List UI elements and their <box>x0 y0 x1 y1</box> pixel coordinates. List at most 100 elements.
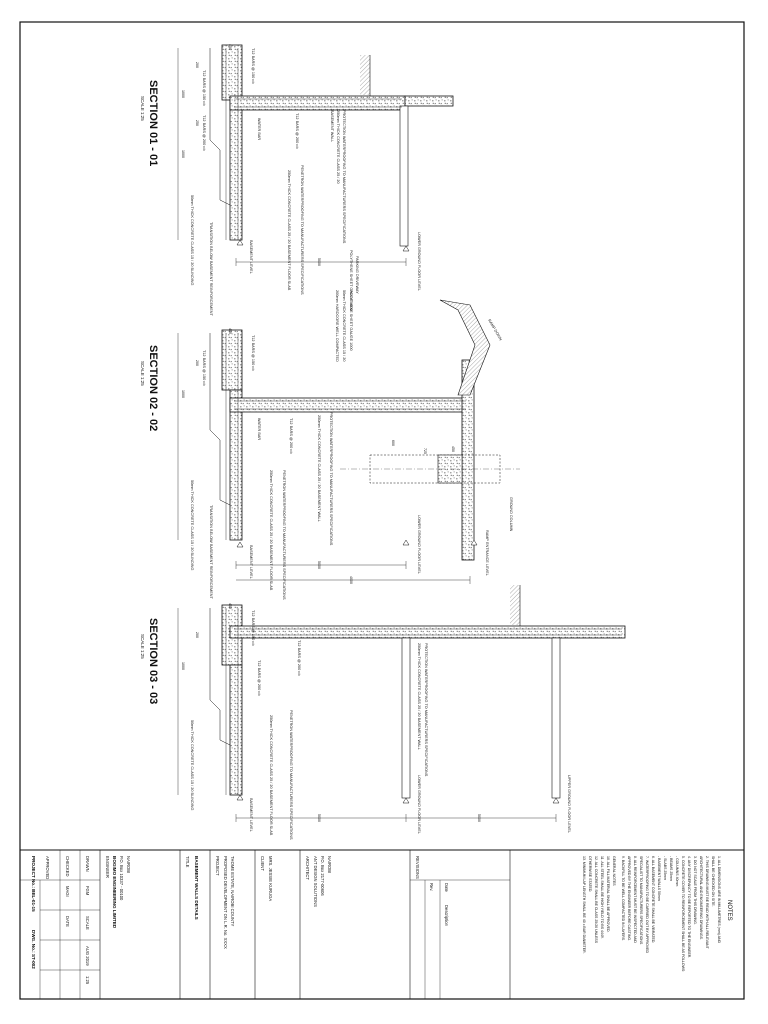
section-01-scale: SCALE 1:25 <box>140 96 145 121</box>
section-01-label: T12 BARS @ 200 c/c <box>295 113 299 149</box>
section-02-label: 250mm THICK CONCRETE CLASS 25 / 20 BASEM… <box>269 470 273 591</box>
title-label: TITLE <box>185 856 190 868</box>
project-line-2: THOME ESTATE, NAIROBI COUNTY <box>230 856 235 927</box>
checked-label: CHECKED <box>65 856 70 876</box>
section-02-dim-e: 725 <box>423 448 427 454</box>
date-value: AUG 2019 <box>85 946 90 966</box>
section-03-label: 250mm THICK CONCRETE CLASS 25 / 20 BASEM… <box>417 643 421 750</box>
section-01-label: BASEMENT WALL <box>330 110 334 142</box>
section-02-label: T12 BARS @ 150 c/c <box>202 350 206 386</box>
title-block: PROJECT No.: BEL-01-15 DWG. No.: ST-002 … <box>20 849 744 999</box>
section-02-label: T12 BARS @ 200 c/c <box>289 418 293 454</box>
section-02-dim-total: 4000 <box>349 576 353 584</box>
section-03-dim-width-2: 5000 <box>477 814 481 822</box>
section-02-label: GROUND COLUMN <box>509 497 513 532</box>
sheet-border <box>19 21 745 1000</box>
drawn-label: DRAWN <box>85 856 90 872</box>
section-03-label: PENETRON WATERPROOFING TO MANUFACTURERS … <box>289 710 293 840</box>
section-01-title: SECTION 01 - 01 <box>147 80 159 166</box>
section-03-dim-c: 1000 <box>181 662 185 670</box>
section-02-dim-b: 200 <box>195 360 199 366</box>
section-02-label: T12 BARS @ 150 c/c <box>251 335 255 371</box>
section-01-label: LOWER GROUND FLOOR LEVEL <box>417 232 421 291</box>
basement-floor-slab <box>229 397 471 413</box>
note-item: 1. ALL DIMENSIONS ARE IN MILLIMETRES (mm… <box>717 856 721 943</box>
section-01-label: POLYTHENE SHEET GAUGE 1000 <box>349 250 353 311</box>
architect-address: P.O. Box 2177-00606 <box>320 856 325 896</box>
approved-label: APPROVED <box>45 856 50 879</box>
section-03-drawing: SECTION 03 - 03 SCALE 1:25 5000 5000 450… <box>140 585 626 840</box>
section-01-dim-d: 250 <box>195 120 199 126</box>
section-02-label: 50mm THICK CONCRETE CLASS 15 / 20 <box>342 290 346 361</box>
section-01-label: TRANSITION BELOW BASEMENT REINFORCEMENT <box>209 222 213 316</box>
right-wall <box>399 105 409 247</box>
section-03-title: SECTION 03 - 03 <box>147 618 159 704</box>
drawn-value: FGM <box>85 886 90 896</box>
note-item: 7. WATERPROOFING TO BE CARRIED OUT BY AP… <box>645 856 649 953</box>
section-03-label: BASEMENT LEVEL <box>249 798 253 832</box>
section-01-label: T12 BARS @ 150 c/c <box>202 70 206 106</box>
section-02-label: 50mm THICK CONCRETE CLASS 15 / 20 BLINDI… <box>190 480 194 570</box>
section-01-dim-c: 1000 <box>181 90 185 98</box>
section-03-label: UPPER GROUND FLOOR LEVEL <box>567 775 571 833</box>
section-01-dim-width: 5000 <box>317 258 321 266</box>
checked-value: MAGI <box>65 886 70 897</box>
section-02-label: PROTECTION WATERPROOFING TO MANUFACTURER… <box>329 412 333 546</box>
section-03-dim-b: 200 <box>195 632 199 638</box>
revisions-heading: REVISIONS <box>415 856 420 879</box>
engineer-label: ENGINEER <box>105 856 110 878</box>
section-01-label: 50mm THICK CONCRETE CLASS 15 / 20 BLINDI… <box>190 195 194 285</box>
engineer-name: BOGIMO ENGINEERING LIMITED <box>112 856 117 929</box>
note-item: OTHERWISE STATED. <box>588 856 592 892</box>
scale-value: 1:25 <box>85 976 90 985</box>
section-03-label: T12 BARS @ 150 c/c <box>251 610 255 646</box>
section-02-label: WATER BAR <box>257 418 261 440</box>
section-03-dim-width-1: 5000 <box>317 814 321 822</box>
note-item: - BEAMS 25mm <box>669 856 673 881</box>
note-item: 11. ALL STEEL SHALL BE HIGH YIELD TO BS … <box>600 856 604 939</box>
section-01-label: WATER BAR <box>257 118 261 140</box>
section-02-dim-d: 600 <box>391 440 395 446</box>
date-label: DATE <box>65 916 70 927</box>
note-item: 13. MINIMUM LAP LENGTH SHALL BE 40 x BAR… <box>582 856 586 954</box>
section-02-dim-width: 5000 <box>317 561 321 569</box>
section-01-dim-a: 450 <box>228 44 232 50</box>
section-02-scale: SCALE 1:25 <box>140 361 145 386</box>
section-01-dim-b: 200 <box>195 62 199 68</box>
mid-wall <box>401 637 411 799</box>
note-item: APPROVED BY THE ENGINEER BEFORE CASTING. <box>627 856 631 941</box>
client-name: MRS. JESSIE KURUGA <box>268 856 273 901</box>
section-02-drawing: SECTION 02 - 02 SCALE 1:25 5000 4000 450… <box>140 290 520 600</box>
revisions-col-date: Date <box>444 883 449 893</box>
section-03-scale: SCALE 1:25 <box>140 634 145 659</box>
section-01-label: PENETRON WATERPROOFING TO MANUFACTURERS … <box>300 165 304 295</box>
note-item: 3. DO NOT SCALE FROM THIS DRAWING. <box>693 856 697 925</box>
right-wall <box>551 637 561 799</box>
notes-list: 1. ALL DIMENSIONS ARE IN MILLIMETRES (mm… <box>582 856 721 972</box>
section-02-label: RAMP ENTRANCE LEVEL <box>485 530 489 576</box>
note-item: 4. ANY DISCREPANCY TO BE REPORTED TO THE… <box>687 856 691 958</box>
section-01-dim-e: 1000 <box>181 150 185 158</box>
ramp-slab <box>439 299 491 396</box>
section-01-label: 250mm THICK CONCRETE CLASS 25 / 20 <box>336 110 340 184</box>
section-01-label: 250mm THICK CONCRETE CLASS 25 / 20 BASEM… <box>287 170 291 291</box>
section-01-label: BASEMENT LEVEL <box>249 240 253 274</box>
section-01-drawing: SECTION 01 - 01 SCALE 1:25 5000 450 200 … <box>140 44 454 316</box>
drawing-title: BASEMENT WALLS DETAILS <box>194 856 199 920</box>
section-03-label: LOWER GROUND FLOOR LEVEL <box>417 775 421 834</box>
slab-footing <box>221 329 243 391</box>
note-item: 8. ALL REINFORCEMENT MUST BE INSPECTED A… <box>633 856 637 943</box>
note-item: 5. CONCRETE COVER TO REINFORCEMENT SHALL… <box>681 856 685 972</box>
section-02-label: PENETRON WATERPROOFING TO MANUFACTURERS … <box>282 470 286 600</box>
notes-heading: NOTES <box>726 900 732 921</box>
revisions-col-rev: Rev. <box>429 883 434 891</box>
section-02-title: SECTION 02 - 02 <box>147 345 159 431</box>
basement-floor-slab <box>229 625 626 639</box>
section-02-label: 250mm THICK CONCRETE CLASS 25 / 20 BASEM… <box>317 415 321 522</box>
lower-ground-slab <box>404 95 454 107</box>
ground-hatch <box>510 585 520 625</box>
architect-label: ARCHITECT <box>305 856 310 880</box>
section-02-label: BASEMENT LEVEL <box>249 545 253 579</box>
section-03-label: 50mm THICK CONCRETE CLASS 15 / 20 BLINDI… <box>190 720 194 810</box>
